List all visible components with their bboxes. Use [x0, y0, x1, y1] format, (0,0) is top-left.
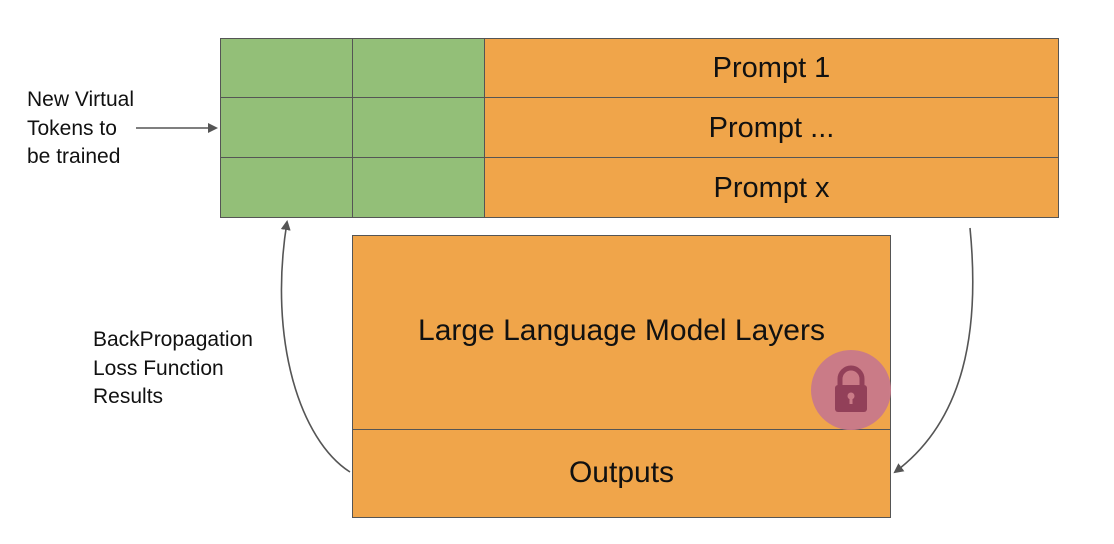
lock-icon [835, 365, 867, 412]
lock-badge [811, 350, 891, 430]
note-line: be trained [27, 145, 121, 168]
note-line: New Virtual [27, 88, 134, 111]
note-line: BackPropagation [93, 328, 253, 351]
backprop-arrow [280, 220, 351, 473]
note-line: Results [93, 385, 164, 408]
virtual-token-cell [352, 38, 486, 99]
virtual-token-cell [220, 97, 354, 159]
prompt-label-2: Prompt ... [708, 112, 835, 144]
note-line: Tokens to [27, 116, 117, 140]
virtual-token-cell [352, 97, 486, 159]
virtual-token-cell [220, 157, 354, 218]
prompt-cell-2 [484, 97, 1059, 159]
prompt-cell-3 [484, 157, 1059, 218]
model-layers-box [352, 235, 891, 431]
virtual-token-cell [220, 38, 354, 99]
outputs-box [352, 429, 891, 518]
note-line: Loss Function [93, 356, 224, 380]
model-layers-label: Large Language Model Layers [418, 314, 825, 347]
backprop-note: BackPropagation Loss Function Results [93, 326, 253, 412]
prompt-cell-1 [484, 38, 1059, 99]
forward-arrow [893, 227, 974, 474]
virtual-token-cell [352, 157, 486, 218]
prompt-label-3: Prompt x [713, 172, 830, 204]
outputs-label: Outputs [568, 456, 675, 489]
virtual-tokens-note: New Virtual Tokens to be trained [27, 86, 134, 172]
prompt-label-1: Prompt 1 [712, 52, 831, 84]
